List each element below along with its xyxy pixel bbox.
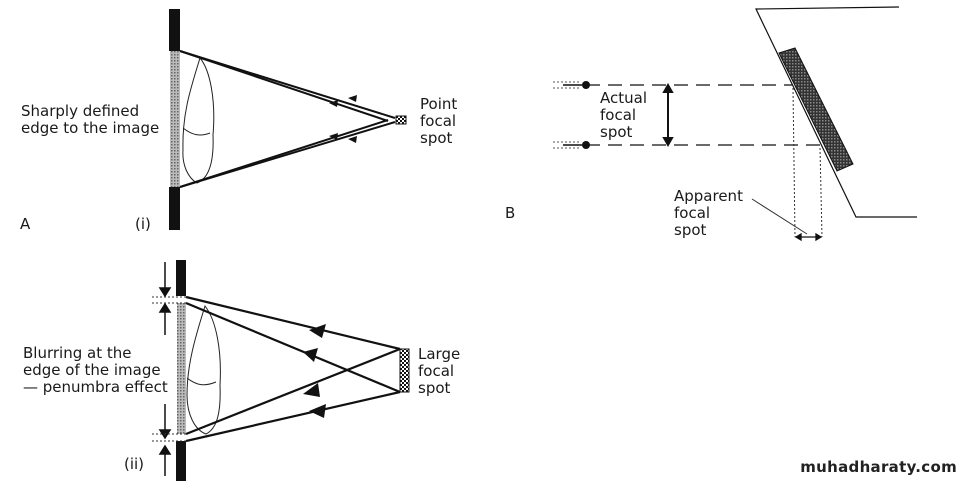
sharp-edge-caption: Sharply defined edge to the image <box>21 103 159 137</box>
x-ray-beams <box>179 50 396 188</box>
caption-line: Sharply defined <box>21 102 140 120</box>
caption-line: spot <box>420 129 453 147</box>
large-focal-spot-caption: Large focal spot <box>418 346 460 397</box>
anode-outline <box>755 6 917 218</box>
penumbra-caption: Blurring at the edge of the image — penu… <box>23 345 168 396</box>
panel-b-label: B <box>505 204 516 222</box>
caption-line: spot <box>674 221 707 239</box>
caption-line: focal <box>418 362 455 380</box>
object-outline <box>186 304 221 435</box>
point-focal-spot-caption: Point focal spot <box>420 96 457 147</box>
beam-arrows <box>329 95 357 143</box>
caption-line: focal <box>600 106 637 124</box>
electron-beam-lines <box>586 84 820 146</box>
beam-arrows <box>303 324 326 418</box>
apparent-focal-spot-caption: Apparent focal spot <box>674 188 743 239</box>
apparent-leader-line <box>751 198 808 235</box>
caption-line: — penumbra effect <box>23 378 168 396</box>
caption-line: focal <box>420 112 457 130</box>
film-image <box>170 51 180 187</box>
panel-a-ii <box>152 260 410 481</box>
film-image <box>177 303 186 434</box>
sub-ii-label: (ii) <box>124 455 145 473</box>
x-ray-beams <box>185 295 401 443</box>
apparent-focal-spot-dimension <box>794 232 823 242</box>
film-holder-top <box>169 9 180 51</box>
large-focal-spot <box>399 348 410 393</box>
film-holder-bottom <box>169 187 180 230</box>
caption-line: Apparent <box>674 187 743 205</box>
object-outline <box>182 56 215 184</box>
point-focal-spot <box>395 115 407 125</box>
film-holder-bottom <box>176 441 186 481</box>
penumbra-dotted-lines <box>152 296 186 442</box>
film-holder-top <box>176 260 186 296</box>
caption-line: Blurring at the <box>23 344 132 362</box>
actual-focal-spot-caption: Actual focal spot <box>600 90 647 141</box>
panel-b <box>553 6 917 242</box>
actual-focal-spot-dimension <box>662 82 674 148</box>
caption-line: spot <box>418 379 451 397</box>
panel-a-i <box>169 9 407 230</box>
sub-i-label: (i) <box>135 215 151 233</box>
caption-line: spot <box>600 123 633 141</box>
panel-a-label: A <box>20 215 31 233</box>
caption-line: edge to the image <box>21 119 160 137</box>
caption-line: edge of the image <box>23 361 161 379</box>
caption-line: focal <box>674 204 711 222</box>
projection-lines <box>792 87 823 238</box>
caption-line: Point <box>420 95 458 113</box>
anode-target <box>778 47 854 172</box>
electron-sources <box>553 81 590 149</box>
watermark: muhadharaty.com <box>800 458 957 476</box>
caption-line: Actual <box>600 89 647 107</box>
caption-line: Large <box>418 345 461 363</box>
